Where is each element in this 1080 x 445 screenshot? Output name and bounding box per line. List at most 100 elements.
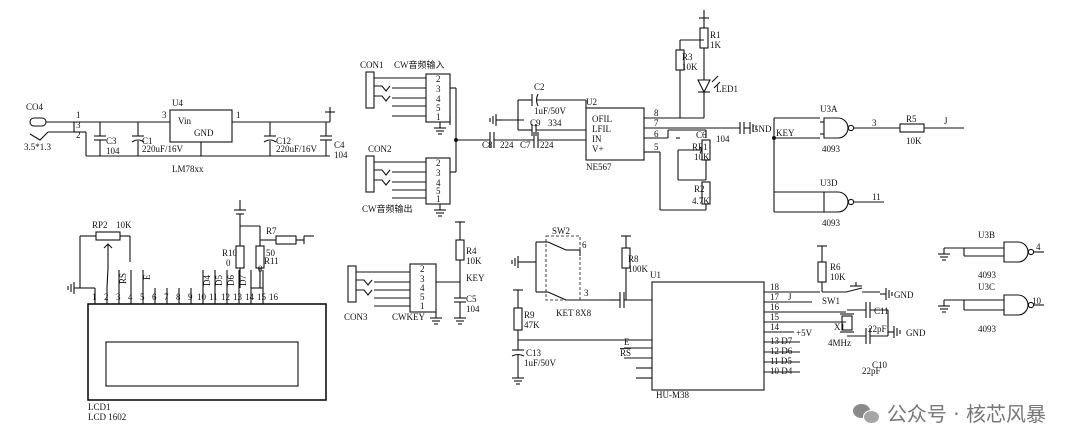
con3-jack: 2 3 4 5 1 CON3 CWKEY: [344, 263, 437, 322]
u1-name: HU-M38: [656, 390, 689, 400]
sw2-ref: SW2: [552, 226, 570, 236]
lcd-pin-11: 11: [209, 292, 218, 302]
r6-val: 10K: [830, 272, 846, 282]
u1-pin-16: 16: [770, 302, 780, 312]
c11-ref: C11: [874, 306, 889, 316]
lcd-pin-14: 14: [245, 292, 255, 302]
u2-pnum-7: 7: [654, 118, 659, 128]
con3-ref: CON3: [344, 312, 368, 322]
u2-pin-vplus: V+: [592, 144, 604, 154]
c6-ref: C6: [696, 130, 707, 140]
lcd-pin-7: 7: [164, 292, 169, 302]
con3-pin-d: 5: [420, 292, 425, 302]
c12-ref: C12: [276, 136, 291, 146]
r7-ref: R7: [266, 226, 277, 236]
co4-ref: CO4: [26, 102, 44, 112]
r7-val: 50: [266, 248, 276, 258]
lcd-sig-e: E: [142, 274, 152, 280]
lcd-pin-6: 6: [152, 292, 157, 302]
con2-pin-d: 5: [436, 186, 441, 196]
u4-gnd: GND: [194, 128, 214, 138]
r5-val: 10K: [906, 136, 922, 146]
u3b-pin-out: 4: [1036, 242, 1041, 252]
r6-ref: R6: [830, 262, 841, 272]
c5-capacitor: C5 104: [454, 294, 480, 314]
r6-resistor: R6 10K: [817, 261, 846, 283]
u1-pin-12: 12 D6: [770, 346, 793, 356]
u3d-nand-gate: U3D 4093 11: [820, 178, 881, 228]
con1-pin-e: 1: [436, 112, 441, 122]
c10-capacitor: C10 22pF: [862, 328, 888, 376]
c3-capacitor: C3 104: [94, 122, 120, 156]
lcd-sig-d4: D4: [202, 275, 212, 286]
gnd-label-sw1: GND: [894, 290, 914, 300]
lcd-name: LCD 1602: [88, 412, 126, 422]
u2-ref: U2: [586, 97, 597, 107]
con1-pin-d: 5: [436, 103, 441, 113]
c7-capacitor: C7 224: [520, 132, 554, 150]
co4-jack-label: 3.5*1.3: [24, 142, 52, 152]
sw2-pin3: 3: [584, 288, 589, 298]
watermark-text: 公众号 · 核芯风暴: [886, 402, 1046, 426]
u1-j-label: J: [788, 292, 792, 302]
c8-val: 224: [500, 140, 514, 150]
con2-pin-c: 4: [436, 178, 441, 188]
c1-val: 220uF/16V: [142, 144, 184, 154]
con1-pin-b: 3: [436, 84, 441, 94]
c2-capacitor: C2 1uF/50V: [531, 82, 567, 116]
con1-jack: CON1 CW音频输入 2 3 4 5 1: [360, 59, 451, 123]
rp1-val: 10K: [694, 152, 710, 162]
x1-ref: X1: [834, 322, 845, 332]
r9-resistor: R9 47K: [513, 307, 540, 331]
c12-capacitor: C12 220uF/16V: [263, 122, 318, 156]
c3-val: 104: [106, 146, 120, 156]
gnd-label-c6: GND: [752, 124, 772, 134]
u1-plus5v: +5V: [796, 328, 813, 338]
con2-pin-b: 3: [436, 168, 441, 178]
lcd-pin-3: 3: [116, 292, 121, 302]
r1-val: 1K: [710, 40, 722, 50]
con2-pin-a: 2: [436, 158, 441, 168]
r9-val: 47K: [524, 320, 540, 330]
lcd-pin-15: 15: [257, 292, 267, 302]
sw2-switch: SW2 6 3 KET 8X8: [545, 226, 610, 318]
gnd-label-x1: GND: [906, 328, 926, 338]
lcd-sig-d7: D7: [238, 275, 248, 286]
con1-ref: CON1: [360, 60, 384, 70]
sw2-pin6: 6: [582, 240, 587, 250]
c11-capacitor: C11 22pF: [865, 302, 889, 334]
c9-val: 334: [548, 118, 562, 128]
key-label-top: KEY: [776, 128, 795, 138]
r1-ref: R1: [710, 30, 721, 40]
sw1-ref: SW1: [822, 296, 840, 306]
u2-pin-lfil: LFIL: [592, 124, 611, 134]
u3d-ref: U3D: [820, 178, 838, 188]
u1-e-label: E: [624, 337, 630, 347]
r5-resistor: R5 10K: [899, 114, 925, 146]
lcd-sig-d5: D5: [214, 275, 224, 286]
u1-pin-14: 14: [770, 322, 780, 332]
key-label-bottom: KEY: [466, 273, 485, 283]
con3-label: CWKEY: [392, 312, 425, 322]
r11-ref: R11: [264, 256, 279, 266]
c12-val: 220uF/16V: [276, 144, 318, 154]
con2-pin-e: 1: [436, 194, 441, 204]
r10-val: 0: [226, 258, 231, 268]
con1-pin-a: 2: [436, 74, 441, 84]
u2-name: NE567: [586, 162, 612, 172]
lcd-sig-rs: RS: [118, 273, 128, 284]
u3c-name: 4093: [978, 324, 997, 334]
u3a-name: 4093: [822, 144, 841, 154]
u3c-ref: U3C: [978, 282, 995, 292]
c3-ref: C3: [106, 136, 117, 146]
sw2-name: KET 8X8: [556, 308, 592, 318]
lcd-pin-13: 13: [233, 292, 243, 302]
u2-pnum-6: 6: [654, 129, 659, 139]
u2-pin-ofil: OFIL: [592, 114, 612, 124]
rp1-ref: RP1: [692, 142, 708, 152]
u3c-nand-gate: U3C 4093 10: [978, 282, 1042, 334]
c13-capacitor: C13 1uF/50V: [511, 348, 557, 368]
u1-pins-right: 18 17 16 15 14 13 D7 12 D6 11 D5 10 D4 J…: [764, 282, 820, 376]
r3-ref: R3: [682, 52, 693, 62]
u1-pin-15: 15: [770, 312, 780, 322]
